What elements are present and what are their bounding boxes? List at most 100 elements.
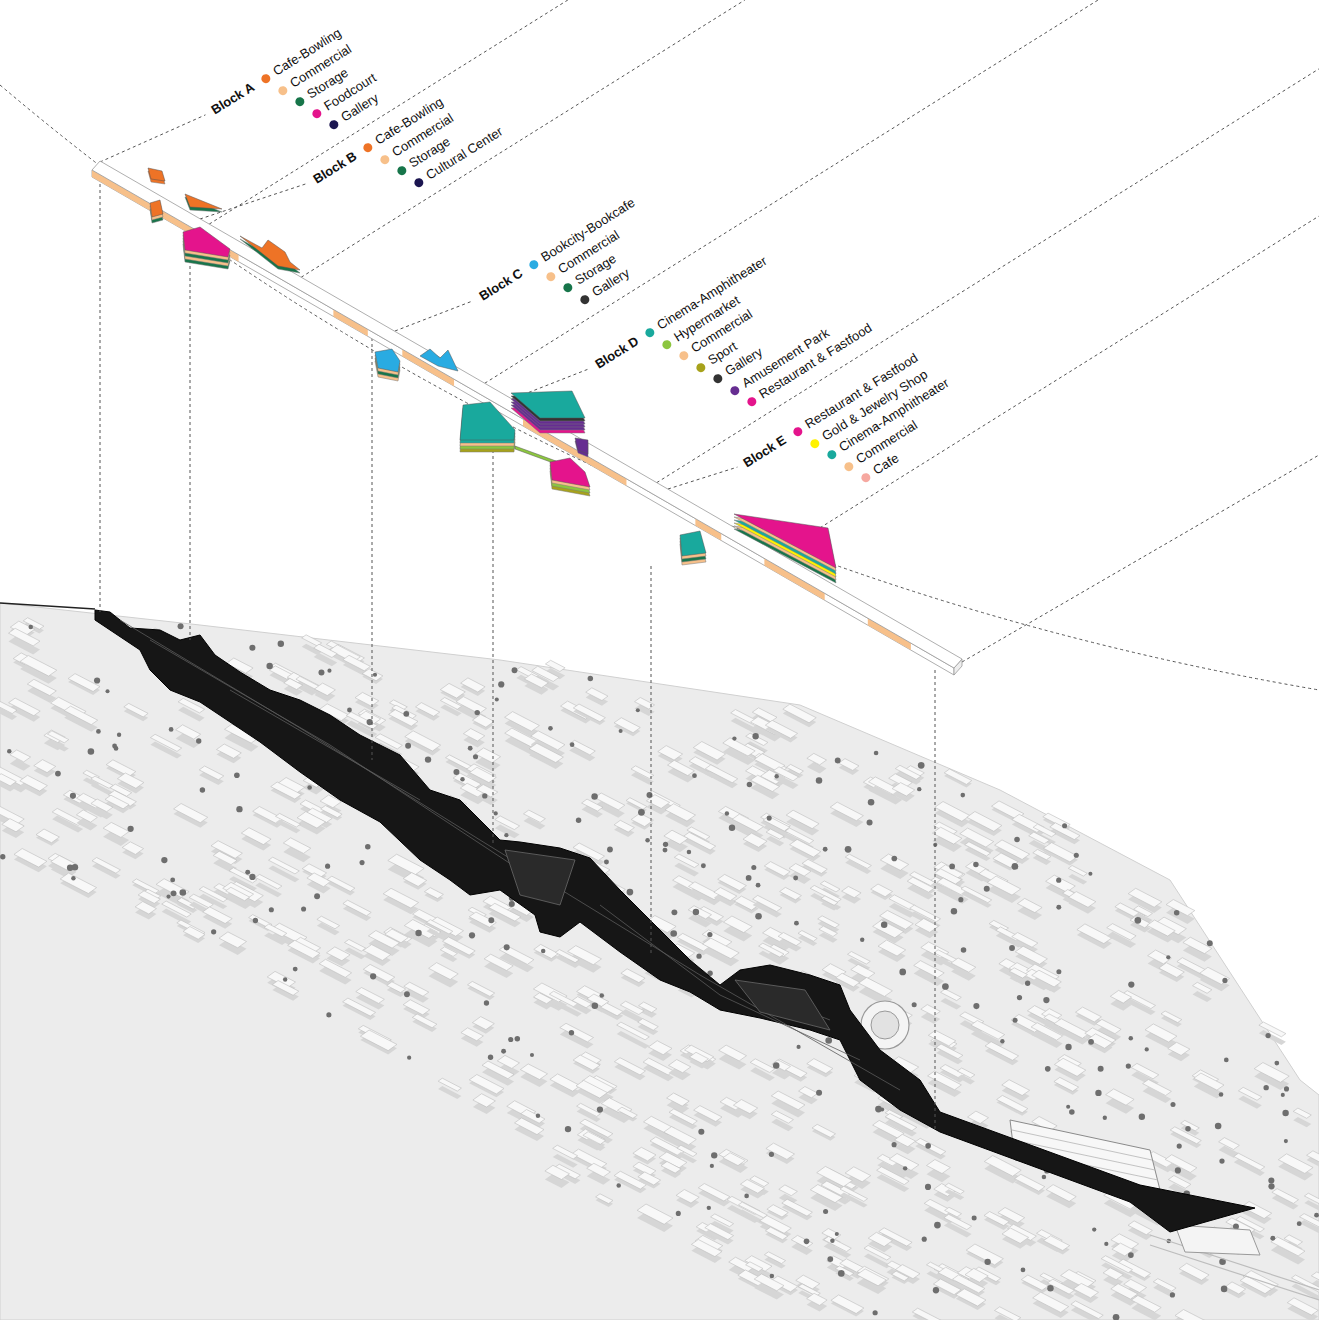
- building-roof: [1219, 1138, 1240, 1150]
- building: [674, 854, 699, 876]
- building: [907, 877, 934, 899]
- building-roof: [621, 969, 645, 983]
- building: [576, 1080, 607, 1103]
- building-roof: [1145, 1024, 1177, 1042]
- building-roof: [505, 712, 540, 732]
- building: [1131, 1296, 1161, 1320]
- building-roof: [1103, 1268, 1123, 1280]
- building: [440, 698, 461, 717]
- building: [1068, 866, 1087, 885]
- building-roof: [2, 819, 24, 832]
- building-roof: [821, 896, 838, 906]
- building: [638, 1172, 661, 1189]
- building-roof: [754, 1274, 784, 1291]
- building: [1165, 1155, 1197, 1181]
- building-roof: [1307, 1151, 1319, 1165]
- building-roof: [807, 1293, 828, 1305]
- building: [684, 832, 716, 854]
- building: [877, 1167, 910, 1192]
- building-side: [772, 1069, 791, 1080]
- building-roof: [985, 1042, 1019, 1061]
- building-roof: [1304, 1193, 1319, 1210]
- building-roof: [596, 1194, 613, 1204]
- building: [618, 1107, 638, 1121]
- building-roof: [363, 945, 391, 961]
- building-roof: [684, 832, 716, 850]
- building: [596, 1194, 613, 1207]
- building-roof: [971, 1021, 1005, 1040]
- building: [20, 656, 57, 684]
- building: [840, 1186, 868, 1207]
- building-roof: [241, 828, 271, 845]
- building-roof: [783, 704, 816, 723]
- building: [438, 1078, 461, 1099]
- building-roof: [921, 1005, 941, 1016]
- building-roof: [1029, 832, 1050, 844]
- building: [573, 704, 605, 725]
- building: [47, 731, 68, 752]
- building: [314, 644, 338, 666]
- building: [1143, 1080, 1172, 1104]
- building: [661, 1162, 681, 1179]
- building: [830, 802, 863, 827]
- building: [750, 1059, 775, 1081]
- building-roof: [1278, 1154, 1313, 1174]
- building-roof: [941, 989, 962, 1001]
- building-roof: [117, 773, 143, 788]
- building-roof: [859, 977, 893, 996]
- tree: [835, 758, 841, 764]
- building: [1278, 1154, 1313, 1181]
- tree: [565, 1126, 571, 1132]
- building: [1153, 1279, 1176, 1298]
- building: [620, 1001, 644, 1022]
- building-roof: [14, 849, 47, 868]
- building: [766, 829, 784, 846]
- building: [1054, 1019, 1089, 1045]
- building-roof: [317, 916, 340, 929]
- building: [719, 1149, 748, 1173]
- building-roof: [1234, 1153, 1265, 1170]
- building: [1046, 1185, 1076, 1209]
- building-roof: [873, 920, 904, 938]
- building-roof: [997, 1095, 1028, 1112]
- building-roof: [1259, 1022, 1286, 1037]
- building-roof: [668, 760, 695, 775]
- building-roof: [226, 887, 250, 900]
- building-roof: [315, 683, 336, 696]
- building-roof: [945, 1183, 964, 1194]
- building: [550, 1074, 580, 1097]
- building: [993, 853, 1018, 871]
- building-roof: [1002, 1228, 1029, 1243]
- building: [765, 1227, 787, 1243]
- building: [1002, 1228, 1029, 1249]
- building-roof: [524, 674, 548, 688]
- tree: [504, 833, 508, 837]
- building: [665, 804, 695, 828]
- building: [387, 982, 406, 997]
- building-roof: [733, 1100, 757, 1114]
- building-roof: [213, 851, 237, 865]
- building: [577, 1129, 605, 1150]
- building: [583, 1132, 606, 1151]
- building: [997, 1095, 1028, 1115]
- building-roof: [705, 765, 738, 783]
- building-roof: [633, 1147, 656, 1161]
- building-roof: [677, 1145, 697, 1156]
- building-roof: [583, 1132, 606, 1145]
- tree: [469, 932, 475, 938]
- building: [122, 842, 143, 860]
- building-roof: [995, 1307, 1021, 1320]
- building: [495, 816, 520, 838]
- building: [633, 1147, 656, 1164]
- building: [810, 1185, 842, 1211]
- building-roof: [1193, 982, 1212, 993]
- building-roof: [1225, 1282, 1246, 1294]
- building: [199, 887, 227, 910]
- building-roof: [475, 748, 500, 763]
- building-roof: [1143, 1080, 1172, 1096]
- building-roof: [664, 830, 688, 844]
- building: [60, 873, 96, 898]
- building-roof: [956, 1289, 986, 1306]
- tree: [671, 909, 677, 915]
- building-roof: [669, 1109, 697, 1125]
